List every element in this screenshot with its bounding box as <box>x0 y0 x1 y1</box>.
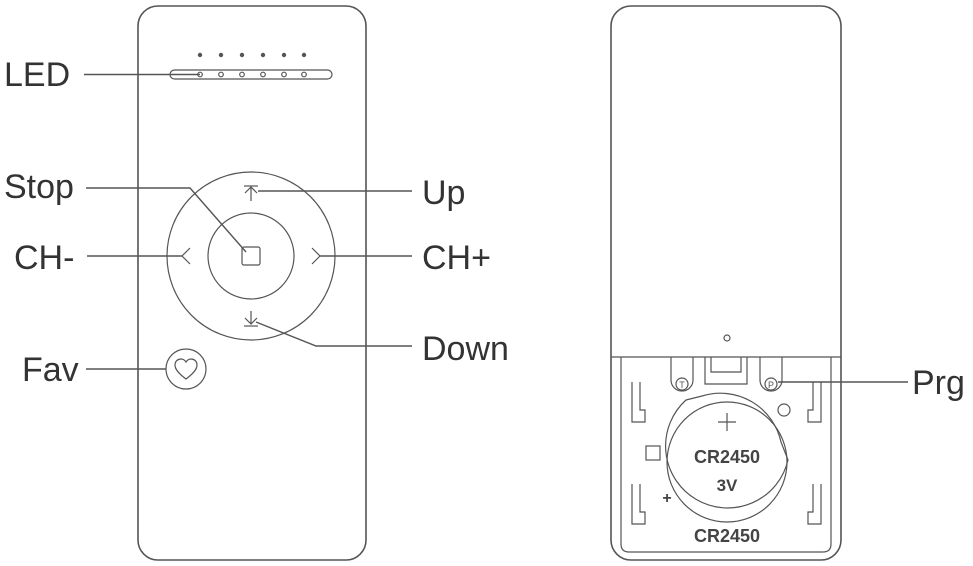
compartment-model-text: CR2450 <box>694 526 760 546</box>
up-label: Up <box>422 174 465 212</box>
battery-compartment <box>620 357 832 553</box>
battery-model-text: CR2450 <box>694 447 760 467</box>
front-remote-body <box>137 5 367 561</box>
stop-callout-line <box>86 187 247 253</box>
ch-minus-label: CH- <box>14 239 74 277</box>
led-dot <box>239 52 245 58</box>
t-contact-label: T <box>679 380 685 390</box>
arrow-up-to-line-icon[interactable] <box>244 185 258 201</box>
t-contact: T <box>670 357 694 392</box>
down-label: Down <box>422 330 509 368</box>
led-dot <box>218 52 224 58</box>
right-clip-bottom <box>807 484 822 525</box>
led-dots <box>197 52 307 58</box>
down-callout-line <box>255 321 412 347</box>
coin-cell-battery <box>666 401 788 523</box>
led-label: LED <box>4 56 70 94</box>
stop-square-icon[interactable] <box>241 246 261 266</box>
back-view: T P + CR2450 3V CR2450 <box>610 5 965 561</box>
stop-button-ring[interactable] <box>207 212 295 300</box>
front-view: LED Stop Up CH- CH+ Down Fav <box>4 5 509 561</box>
small-square-mark <box>645 445 661 461</box>
led-dot <box>281 52 287 58</box>
led-dot <box>260 52 266 58</box>
fav-label: Fav <box>22 351 79 389</box>
ch-plus-label: CH+ <box>422 239 491 277</box>
cover-hole <box>723 334 731 342</box>
arrow-down-to-line-icon[interactable] <box>244 311 258 327</box>
small-circle-mark <box>777 403 791 417</box>
polarity-plus-mark: + <box>662 490 671 507</box>
led-dot <box>301 52 307 58</box>
p-contact-label: P <box>768 380 774 390</box>
back-remote-body <box>610 5 842 561</box>
prg-label: Prg <box>912 364 965 402</box>
battery-plus-icon <box>718 413 736 431</box>
left-clip-top <box>631 382 646 423</box>
heart-icon <box>174 358 198 380</box>
battery-voltage-text: 3V <box>717 476 738 495</box>
right-clip-top <box>807 382 822 423</box>
stop-label: Stop <box>4 168 74 206</box>
led-dot <box>197 52 203 58</box>
left-clip-bottom <box>631 484 646 525</box>
center-channel <box>704 357 748 385</box>
battery-holder <box>665 392 789 509</box>
